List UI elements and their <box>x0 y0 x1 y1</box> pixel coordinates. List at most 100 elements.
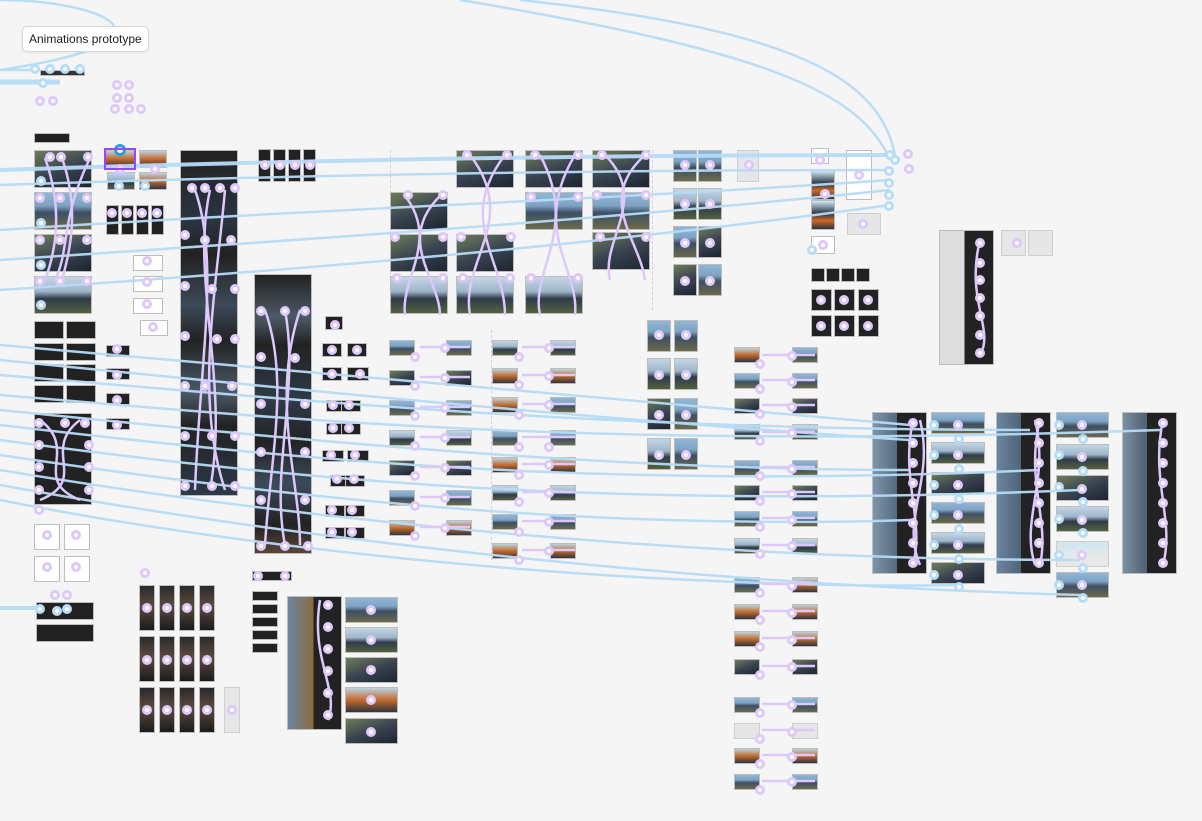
connection-node[interactable] <box>1078 528 1088 538</box>
interaction-node[interactable] <box>323 710 333 720</box>
interaction-node[interactable] <box>755 409 765 419</box>
interaction-node[interactable] <box>230 431 240 441</box>
interaction-node[interactable] <box>137 208 147 218</box>
connection-node[interactable] <box>929 510 939 520</box>
interaction-node[interactable] <box>787 377 797 387</box>
interaction-node[interactable] <box>330 320 340 330</box>
interaction-node[interactable] <box>595 232 605 242</box>
interaction-node[interactable] <box>787 635 797 645</box>
interaction-node[interactable] <box>787 777 797 787</box>
interaction-node[interactable] <box>440 433 450 443</box>
interaction-node[interactable] <box>83 152 93 162</box>
interaction-node[interactable] <box>300 495 310 505</box>
interaction-node[interactable] <box>544 517 554 527</box>
frame-pair[interactable] <box>734 774 760 790</box>
interaction-node[interactable] <box>142 655 152 665</box>
interaction-node[interactable] <box>1077 420 1087 430</box>
interaction-node[interactable] <box>62 590 72 600</box>
interaction-node[interactable] <box>755 436 765 446</box>
interaction-node[interactable] <box>328 423 338 433</box>
interaction-node[interactable] <box>112 420 122 430</box>
interaction-node[interactable] <box>755 471 765 481</box>
interaction-node[interactable] <box>641 232 651 242</box>
connection-node[interactable] <box>954 494 964 504</box>
interaction-node[interactable] <box>256 495 266 505</box>
interaction-node[interactable] <box>908 558 918 568</box>
interaction-node[interactable] <box>755 734 765 744</box>
connection-node[interactable] <box>1054 514 1064 524</box>
frame-pair[interactable] <box>734 723 760 739</box>
frame-form[interactable] <box>34 385 64 403</box>
interaction-node[interactable] <box>908 518 918 528</box>
interaction-node[interactable] <box>84 440 94 450</box>
frame-pair[interactable] <box>734 631 760 647</box>
frame-form[interactable] <box>34 364 64 382</box>
connection-node[interactable] <box>929 570 939 580</box>
frame-small[interactable] <box>826 268 840 282</box>
interaction-node[interactable] <box>349 474 359 484</box>
interaction-node[interactable] <box>755 549 765 559</box>
interaction-node[interactable] <box>787 608 797 618</box>
interaction-node[interactable] <box>42 530 52 540</box>
connection-node[interactable] <box>807 245 817 255</box>
interaction-node[interactable] <box>112 80 122 90</box>
interaction-node[interactable] <box>953 420 963 430</box>
interaction-node[interactable] <box>142 705 152 715</box>
interaction-node[interactable] <box>755 588 765 598</box>
connection-node[interactable] <box>36 300 46 310</box>
interaction-node[interactable] <box>410 411 420 421</box>
interaction-node[interactable] <box>514 442 524 452</box>
interaction-node[interactable] <box>84 485 94 495</box>
interaction-node[interactable] <box>438 232 448 242</box>
connection-node[interactable] <box>30 64 40 74</box>
interaction-node[interactable] <box>187 183 197 193</box>
interaction-node[interactable] <box>80 418 90 428</box>
interaction-node[interactable] <box>300 399 310 409</box>
interaction-node[interactable] <box>305 160 315 170</box>
interaction-node[interactable] <box>34 485 44 495</box>
interaction-node[interactable] <box>136 104 146 114</box>
interaction-node[interactable] <box>182 655 192 665</box>
interaction-node[interactable] <box>34 505 44 515</box>
frame-solar-carousel-2[interactable] <box>996 412 1051 574</box>
interaction-node[interactable] <box>352 345 362 355</box>
frame-solar-scroller[interactable] <box>287 596 342 730</box>
frame-form[interactable] <box>66 364 96 382</box>
interaction-node[interactable] <box>975 348 985 358</box>
interaction-node[interactable] <box>227 705 237 715</box>
interaction-node[interactable] <box>326 450 336 460</box>
interaction-node[interactable] <box>410 441 420 451</box>
interaction-node[interactable] <box>323 688 333 698</box>
frame-thumb[interactable] <box>34 133 70 143</box>
interaction-node[interactable] <box>544 546 554 556</box>
interaction-node[interactable] <box>908 498 918 508</box>
interaction-node[interactable] <box>55 276 65 286</box>
frame-accordion[interactable] <box>252 604 278 614</box>
frame-accordion[interactable] <box>252 591 278 601</box>
connection-node[interactable] <box>884 166 894 176</box>
interaction-node[interactable] <box>215 183 225 193</box>
interaction-node[interactable] <box>275 160 285 170</box>
frame-form[interactable] <box>34 321 64 339</box>
interaction-node[interactable] <box>787 351 797 361</box>
interaction-node[interactable] <box>654 410 664 420</box>
interaction-node[interactable] <box>202 603 212 613</box>
interaction-node[interactable] <box>1034 558 1044 568</box>
interaction-node[interactable] <box>680 160 690 170</box>
interaction-node[interactable] <box>458 273 468 283</box>
interaction-node[interactable] <box>112 395 122 405</box>
interaction-node[interactable] <box>456 232 466 242</box>
interaction-node[interactable] <box>1158 438 1168 448</box>
interaction-node[interactable] <box>280 541 290 551</box>
interaction-node[interactable] <box>124 93 134 103</box>
interaction-node[interactable] <box>230 284 240 294</box>
interaction-node[interactable] <box>182 705 192 715</box>
interaction-node[interactable] <box>344 400 354 410</box>
connection-node[interactable] <box>140 181 150 191</box>
connection-node[interactable] <box>954 524 964 534</box>
interaction-node[interactable] <box>953 540 963 550</box>
connection-node[interactable] <box>1078 593 1088 603</box>
connection-node[interactable] <box>52 606 62 616</box>
interaction-node[interactable] <box>858 219 868 229</box>
interaction-node[interactable] <box>1012 238 1022 248</box>
